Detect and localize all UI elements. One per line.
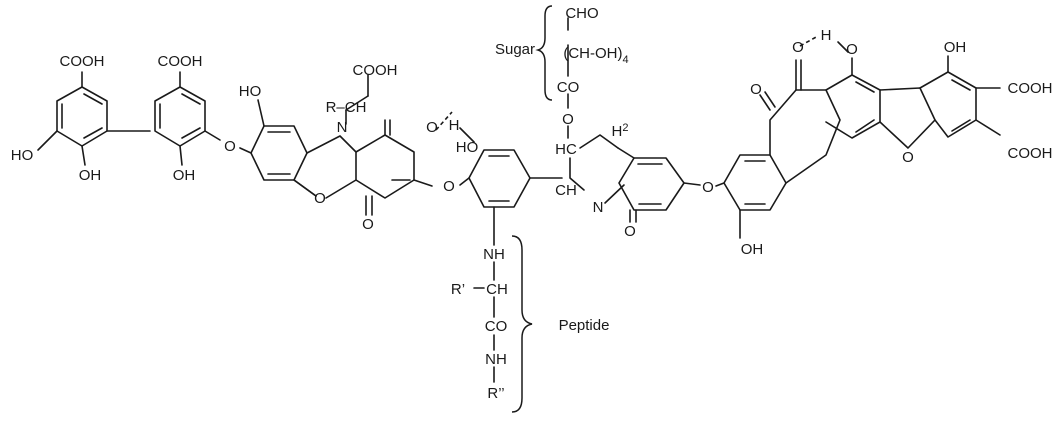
label-cooh-3: COOH (353, 62, 398, 79)
label-o-ether-1: O (224, 138, 236, 155)
label-oh-3: OH (741, 241, 764, 258)
label-cooh-2: COOH (158, 53, 203, 70)
ring-h (715, 154, 787, 239)
label-oh-4: OH (944, 39, 967, 56)
label-r-double-prime: R’’ (487, 385, 504, 402)
hydrogen-bond-2 (799, 35, 819, 47)
label-cooh-5: COOH (1008, 145, 1053, 162)
ring-d (355, 119, 433, 216)
ring-oxazine (293, 74, 369, 199)
label-ho-2: HO (239, 83, 262, 100)
ring-f (569, 134, 635, 204)
label-ch-peptide: CH (486, 281, 508, 298)
label-o-quinone-2: O (362, 216, 374, 233)
label-h-bond-2: H (821, 27, 832, 44)
ring-a (37, 71, 151, 166)
label-oh-1: OH (79, 167, 102, 184)
label-cho: CHO (565, 5, 598, 22)
label-o-quinone-1: O (426, 119, 438, 136)
label-hc: HC (555, 141, 577, 158)
ring-c (239, 99, 317, 197)
label-peptide: Peptide (559, 317, 610, 334)
label-o-ketone-1: O (750, 81, 762, 98)
label-o-sugar: O (562, 111, 574, 128)
label-r-ch: R–CH (326, 99, 367, 116)
ring-i (759, 59, 841, 184)
label-sugar: Sugar (495, 41, 535, 58)
label-ch-bridge: CH (555, 182, 577, 199)
label-o-ether-3: O (702, 179, 714, 196)
label-cooh-1: COOH (60, 53, 105, 70)
label-co-sugar: CO (557, 79, 580, 96)
label-o-quinoid: O (624, 223, 636, 240)
label-o-ether-2: O (443, 178, 455, 195)
label-ho-3: HO (456, 139, 479, 156)
label-oh-2: OH (173, 167, 196, 184)
label-ho-1: HO (11, 147, 34, 164)
label-o-hydroxyl-1: O (846, 41, 858, 58)
label-o-oxazine: O (314, 190, 326, 207)
peptide-chain (473, 235, 533, 413)
ring-l (919, 55, 1001, 138)
ring-g (618, 157, 701, 223)
label-co-peptide: CO (485, 318, 508, 335)
label-n-bridge: N (593, 199, 604, 216)
sugar-chain (535, 5, 569, 139)
label-n-oxazine: N (337, 119, 348, 136)
label-h-bond-1: H (449, 117, 460, 134)
label-nh-2: NH (485, 351, 507, 368)
ring-b (154, 71, 221, 166)
oh-bond-ring-j (837, 41, 849, 53)
label-o-furan: O (902, 149, 914, 166)
label-nh-1: NH (483, 246, 505, 263)
label-h2: H2 (612, 122, 629, 140)
ring-k-furan (879, 87, 936, 149)
label-cooh-4: COOH (1008, 80, 1053, 97)
label-choh4: (CH-OH)4 (563, 45, 628, 66)
label-r-prime: R’ (451, 281, 465, 298)
label-o-ketone-2: O (792, 39, 804, 56)
oh-bond-ring-e (459, 127, 475, 143)
ring-e (459, 149, 563, 246)
ring-j (825, 57, 881, 139)
